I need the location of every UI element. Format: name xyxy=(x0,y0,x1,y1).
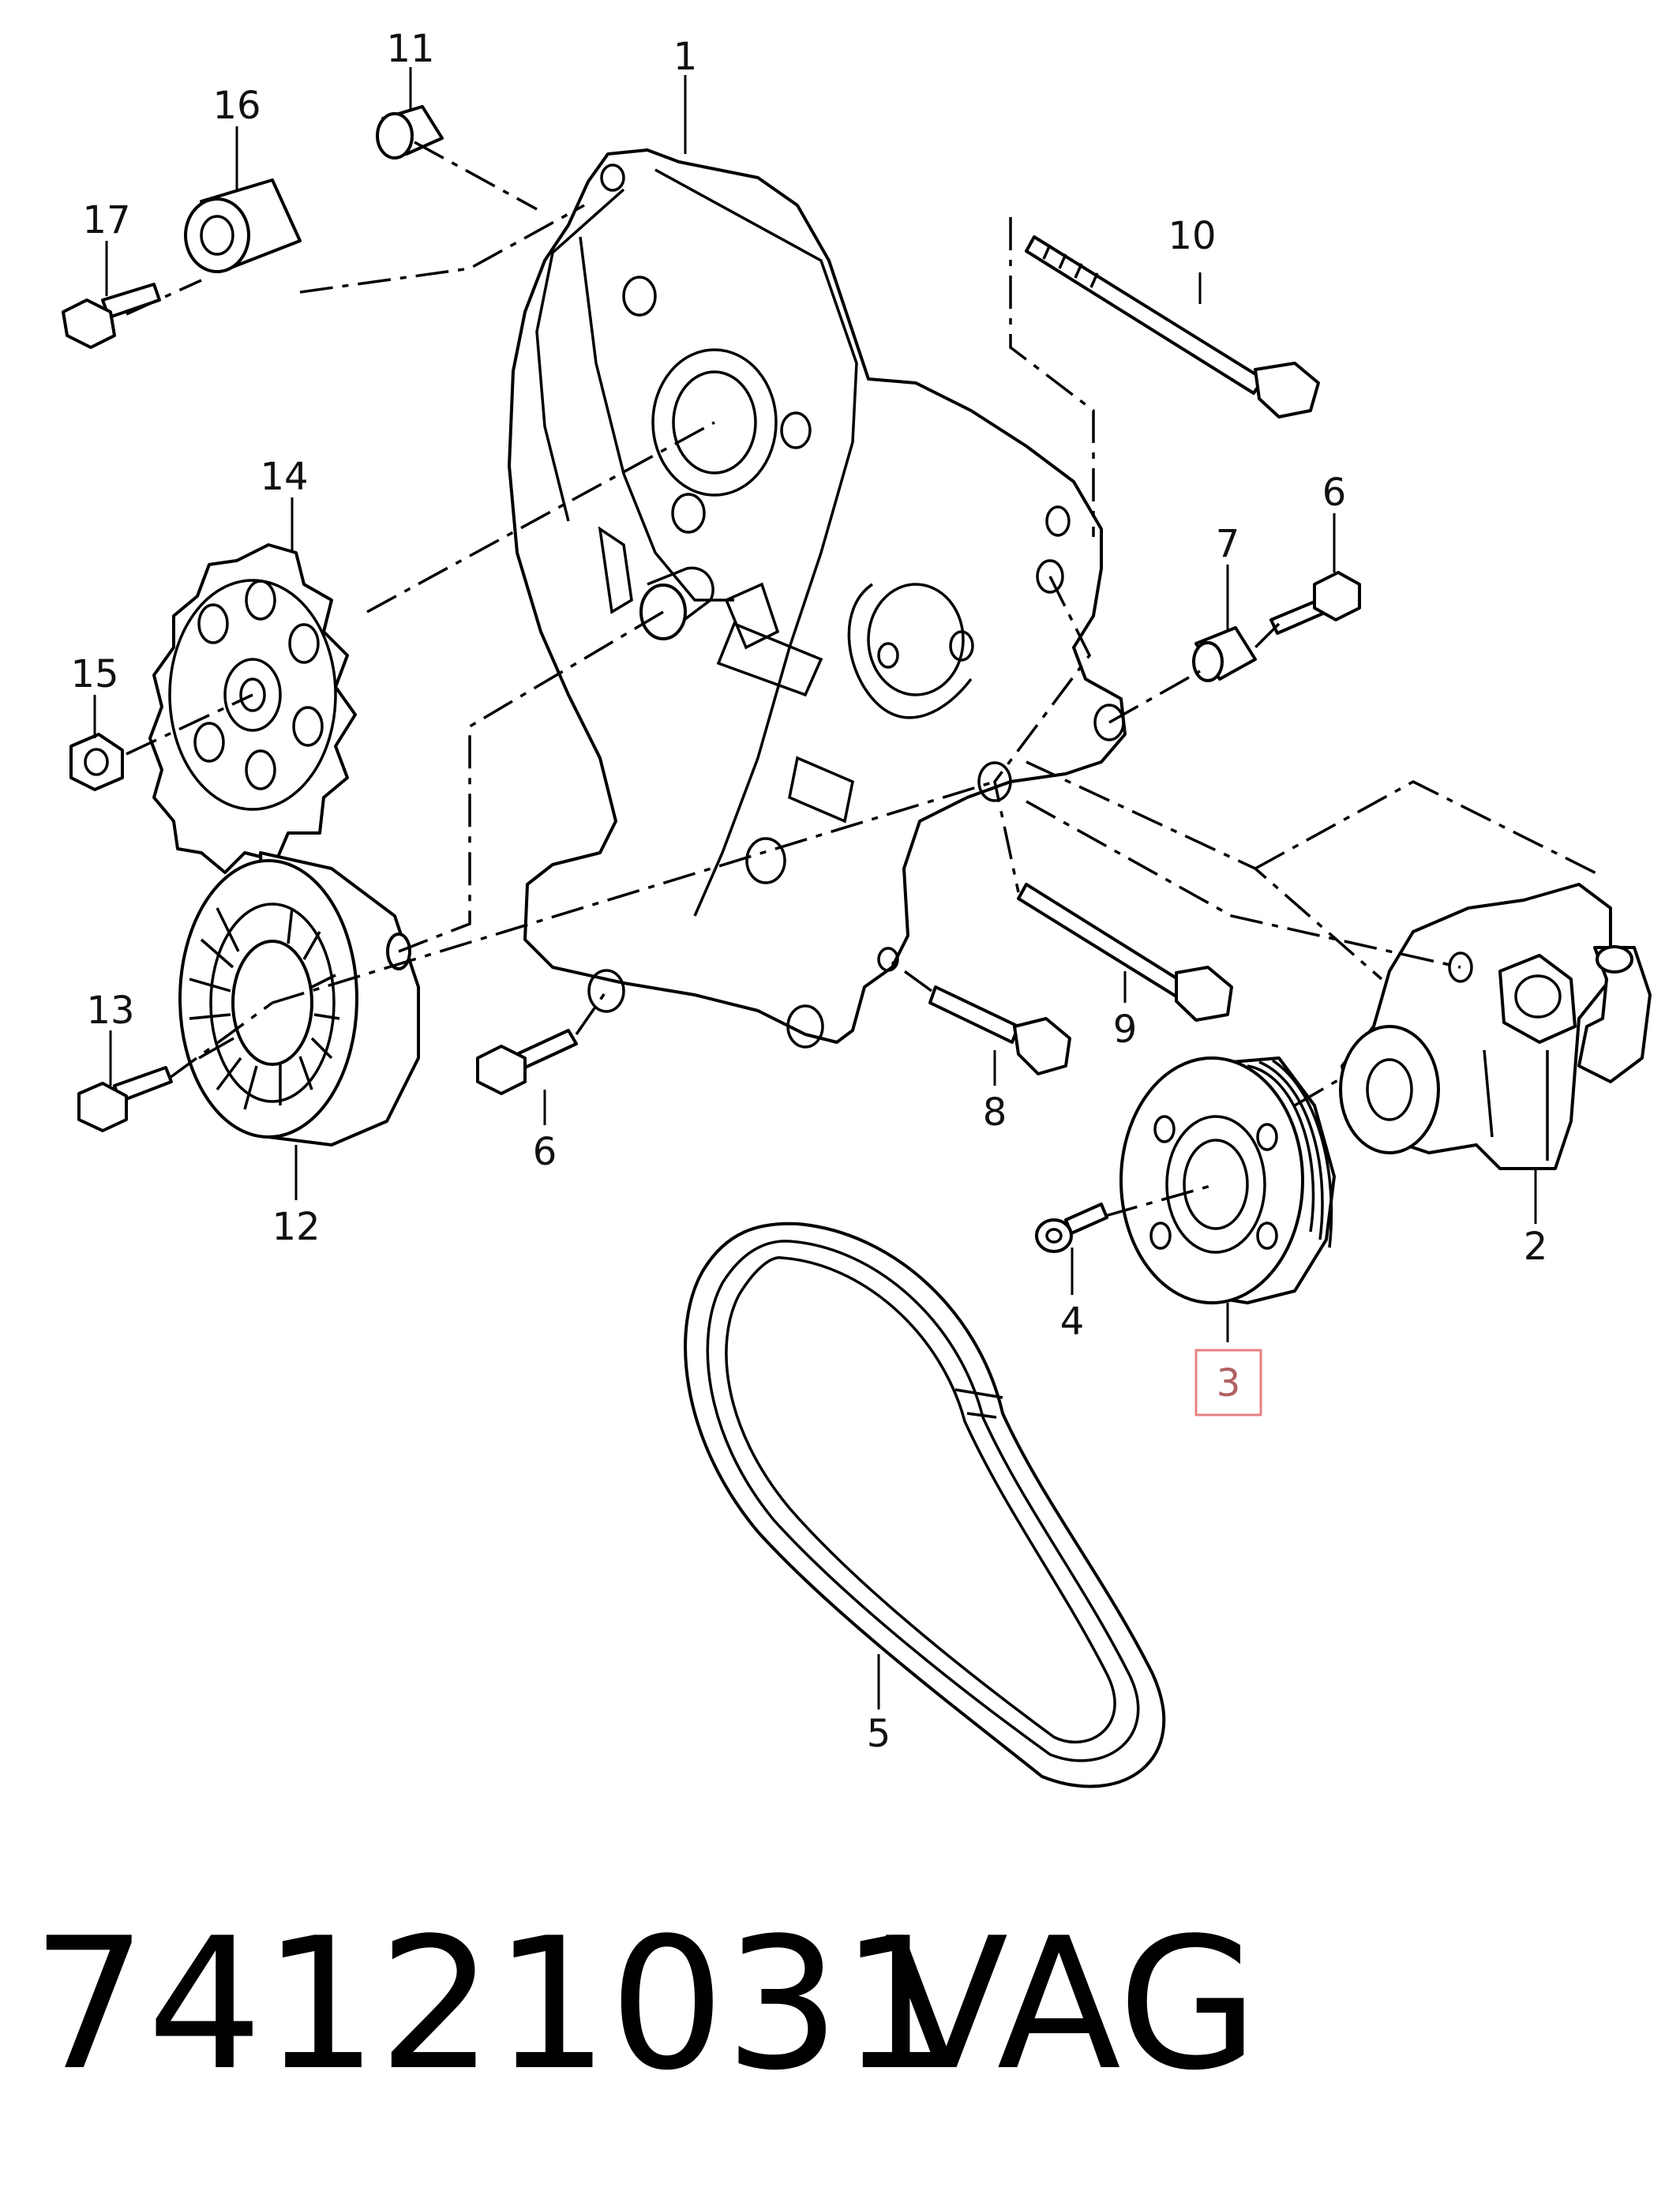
bolt-part-8 xyxy=(928,985,1071,1075)
callout-16: 16 xyxy=(212,84,261,128)
nut-part-15 xyxy=(69,733,124,791)
callout-4: 4 xyxy=(1060,1300,1085,1344)
sleeve-part-7 xyxy=(1192,626,1257,682)
bolt-part-6-right xyxy=(1269,571,1361,635)
part-number: 74121031 xyxy=(32,1900,956,2111)
bolt-part-4 xyxy=(1035,1203,1108,1253)
ribbed-belt-part-5 xyxy=(684,1221,1166,1788)
callout-15: 15 xyxy=(70,652,118,696)
pulley-part-3 xyxy=(1119,1056,1336,1304)
callout-leaders xyxy=(93,67,1537,1709)
callout-labels: 1 2 3 4 5 6 6 7 8 9 10 11 12 13 14 15 16… xyxy=(70,27,1547,1756)
callout-2: 2 xyxy=(1524,1225,1548,1269)
callout-3-highlight-box xyxy=(1194,1349,1262,1417)
tensioner-pulley-part-12 xyxy=(178,851,420,1146)
callout-1: 1 xyxy=(673,35,698,79)
callout-13: 13 xyxy=(86,989,134,1033)
bolt-part-9 xyxy=(1017,883,1233,1022)
sprocket-part-14 xyxy=(148,543,357,874)
callout-11: 11 xyxy=(386,27,434,71)
callout-12: 12 xyxy=(272,1205,320,1249)
callout-3: 3 xyxy=(1217,1361,1241,1405)
callout-17: 17 xyxy=(82,198,130,242)
brand-name: VAG xyxy=(884,1900,1259,2111)
sleeve-part-11 xyxy=(376,105,444,159)
callout-6-left: 6 xyxy=(533,1130,557,1174)
callout-6-right: 6 xyxy=(1322,471,1347,515)
bolt-part-13 xyxy=(77,1066,173,1132)
assembly-dash-lines xyxy=(126,141,1603,1218)
callout-7: 7 xyxy=(1216,522,1240,566)
bolt-part-6-left xyxy=(476,1029,578,1095)
callout-5: 5 xyxy=(867,1712,891,1756)
callout-9: 9 xyxy=(1113,1008,1138,1052)
callout-14: 14 xyxy=(260,455,308,499)
callout-8: 8 xyxy=(983,1090,1007,1135)
roller-part-16 xyxy=(184,178,302,273)
long-bolt-part-10 xyxy=(1025,235,1320,418)
bolt-part-17 xyxy=(62,283,161,349)
callout-10: 10 xyxy=(1168,214,1216,258)
steering-pump-part-2 xyxy=(1339,883,1652,1170)
bracket-part-1 xyxy=(508,148,1127,1049)
